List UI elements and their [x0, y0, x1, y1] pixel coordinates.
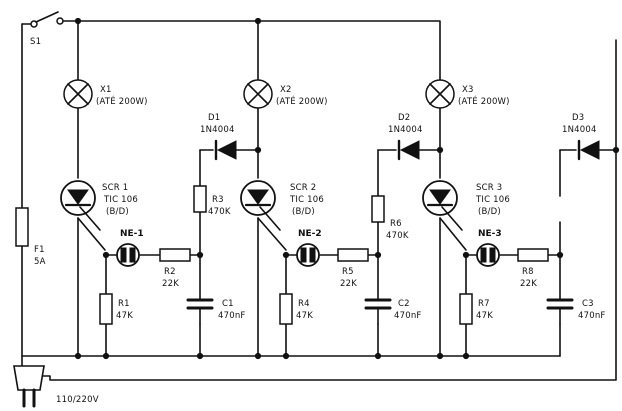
lamp-ref: X2	[280, 85, 292, 95]
resistor-r4: R4 47K	[279, 293, 313, 325]
diode-part: 1N4004	[200, 125, 235, 135]
neon-ne2: NE-2	[296, 229, 322, 267]
scr-part: TIC 106	[289, 195, 324, 205]
junctions	[74, 17, 620, 360]
switch-contact-right	[56, 17, 64, 25]
diode-part: 1N4004	[562, 125, 597, 135]
diode-triangle	[399, 140, 420, 160]
scr-ref: SCR 2	[290, 183, 316, 193]
lamp-x3: X3 (ATÉ 200W)	[425, 79, 510, 109]
power-plug: 110/220V	[13, 355, 99, 408]
scr-2: SCR 2 TIC 106 (B/D)	[240, 180, 324, 231]
resistor-ref: R8	[522, 267, 534, 277]
resistor-ref: R6	[390, 219, 402, 229]
resistor-r6: R6 470K	[371, 195, 409, 241]
lamp-rating: (ATÉ 200W)	[458, 95, 510, 107]
diode-triangle	[216, 140, 237, 160]
resistor-value: 47K	[476, 311, 493, 321]
scr-1: SCR 1 TIC 106 (B/D)	[60, 180, 138, 231]
capacitor-ref: C1	[222, 299, 234, 309]
scr-variant: (B/D)	[106, 207, 129, 217]
resistor-ref: R1	[118, 299, 130, 309]
lamp-rating: (ATÉ 200W)	[276, 95, 328, 107]
switch-label: S1	[30, 37, 41, 47]
diode-ref: D2	[398, 113, 410, 123]
diode-ref: D3	[572, 113, 584, 123]
resistor-value: 47K	[296, 311, 313, 321]
scr-triangle	[429, 189, 451, 205]
scr-3: SCR 3 TIC 106 (B/D)	[422, 180, 510, 231]
fuse-value: 5A	[34, 257, 46, 267]
resistor-r1: R1 47K	[99, 293, 133, 325]
diode-ref: D1	[208, 113, 220, 123]
capacitor-c1: C1 470nF	[186, 298, 246, 325]
resistor-ref: R7	[478, 299, 490, 309]
resistor-value: 22K	[520, 279, 537, 289]
resistor-value: 47K	[116, 311, 133, 321]
diode-d1: D1 1N4004	[200, 113, 237, 161]
lamp-x2: X2 (ATÉ 200W)	[243, 79, 328, 109]
diode-d2: D2 1N4004	[388, 113, 423, 161]
scr-triangle	[67, 189, 89, 205]
switch-s1: S1	[30, 11, 64, 47]
scr-variant: (B/D)	[292, 207, 315, 217]
resistor-r3: R3 470K	[193, 185, 231, 217]
resistor-value: 22K	[340, 279, 357, 289]
resistor-r8: R8 22K	[517, 248, 549, 289]
capacitor-c3: C3 470nF	[546, 298, 606, 325]
scr-part: TIC 106	[103, 195, 138, 205]
lamp-ref: X3	[462, 85, 474, 95]
fuse-body	[15, 207, 29, 247]
scr-ref: SCR 1	[102, 183, 128, 193]
plug-pins	[22, 388, 36, 408]
neon-ne1: NE-1	[116, 229, 144, 267]
resistor-value: 470K	[386, 231, 409, 241]
capacitor-value: 470nF	[218, 311, 246, 321]
resistor-ref: R5	[342, 267, 354, 277]
diode-triangle	[579, 140, 600, 160]
capacitor-ref: C2	[398, 299, 410, 309]
capacitor-c2: C2 470nF	[364, 298, 422, 325]
resistor-ref: R3	[212, 195, 224, 205]
scr-variant: (B/D)	[478, 207, 501, 217]
diode-part: 1N4004	[388, 125, 423, 135]
resistor-value: 470K	[208, 207, 231, 217]
scr-triangle	[247, 189, 269, 205]
fuse-ref: F1	[34, 245, 45, 255]
capacitor-ref: C3	[582, 299, 594, 309]
switch-lever	[35, 11, 59, 23]
neon-icon	[476, 243, 500, 267]
lamp-x1: X1 (ATÉ 200W)	[63, 79, 148, 109]
scr-part: TIC 106	[475, 195, 510, 205]
neon-ref: NE-2	[298, 229, 322, 239]
capacitor-value: 470nF	[394, 311, 422, 321]
diode-d3: D3 1N4004	[562, 113, 600, 161]
resistor-r7: R7 47K	[459, 293, 493, 325]
resistor-ref: R4	[298, 299, 310, 309]
scr-ref: SCR 3	[476, 183, 502, 193]
neon-ref: NE-3	[478, 229, 502, 239]
neon-icon	[116, 243, 140, 267]
neon-ref: NE-1	[120, 229, 144, 239]
resistor-ref: R2	[164, 267, 176, 277]
capacitor-value: 470nF	[578, 311, 606, 321]
lamp-rating: (ATÉ 200W)	[96, 95, 148, 107]
lamp-ref: X1	[100, 85, 112, 95]
resistor-value: 22K	[162, 279, 179, 289]
resistor-r2: R2 22K	[159, 248, 191, 289]
plug-voltage: 110/220V	[56, 395, 99, 405]
neon-icon	[296, 243, 320, 267]
neon-ne3: NE-3	[476, 229, 502, 267]
plug-body	[13, 365, 45, 391]
resistor-r5: R5 22K	[337, 248, 369, 289]
fuse-f1: F1 5A	[15, 207, 46, 267]
